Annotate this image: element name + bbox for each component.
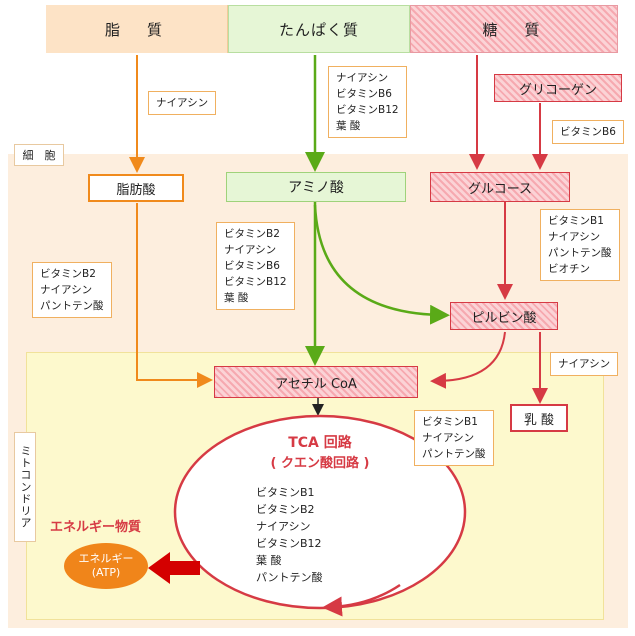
callout-pyruvate-lactate: ナイアシン bbox=[550, 352, 619, 376]
tca-subtitle: ( クエン酸回路 ) bbox=[270, 456, 370, 471]
mitochondria-label-text: ミトコンドリア bbox=[19, 445, 32, 529]
lipid-header-text: 脂 質 bbox=[104, 20, 168, 39]
glycogen-node: グリコーゲン bbox=[494, 74, 622, 102]
callout-lipid-fatty: ナイアシン bbox=[148, 91, 217, 115]
glycogen-text: グリコーゲン bbox=[518, 82, 597, 98]
atp-line2: (ATP) bbox=[91, 566, 121, 579]
fatty-acid-text: 脂肪酸 bbox=[116, 182, 156, 198]
pyruvate-text: ピルビン酸 bbox=[471, 310, 537, 326]
amino-acid-text: アミノ酸 bbox=[288, 180, 344, 196]
protein-header: たんぱく質 bbox=[228, 5, 410, 53]
callout-amino-pyruvate: ビタミンB2 ナイアシン ビタミンB6 ビタミンB12 葉 酸 bbox=[216, 222, 295, 310]
lactate-node: 乳 酸 bbox=[510, 404, 568, 432]
sugar-header: 糖 質 bbox=[410, 5, 618, 53]
fatty-acid-node: 脂肪酸 bbox=[88, 174, 184, 202]
lipid-header: 脂 質 bbox=[46, 5, 228, 53]
tca-title: TCA 回路 bbox=[288, 435, 352, 451]
atp-badge: エネルギー (ATP) bbox=[64, 543, 148, 589]
sugar-header-text: 糖 質 bbox=[482, 20, 546, 39]
lactate-text: 乳 酸 bbox=[523, 412, 555, 428]
callout-glucose-pyruvate: ビタミンB1 ナイアシン パントテン酸 ビオチン bbox=[540, 209, 620, 281]
cell-label: 細 胞 bbox=[14, 144, 64, 166]
arrow-tca-atp bbox=[148, 552, 200, 584]
atp-line1: エネルギー bbox=[78, 552, 134, 565]
callout-fatty-acetyl: ビタミンB2 ナイアシン パントテン酸 bbox=[32, 262, 112, 318]
glucose-node: グルコース bbox=[430, 172, 570, 202]
glucose-text: グルコース bbox=[467, 181, 533, 197]
arrow-tca-return bbox=[322, 583, 401, 617]
tca-cycle-ring bbox=[173, 414, 467, 610]
arrow-amino-pyruvate bbox=[313, 204, 450, 325]
acetyl-coa-text: アセチル CoA bbox=[275, 376, 357, 392]
callout-pyruvate-acetyl: ビタミンB1 ナイアシン パントテン酸 bbox=[414, 410, 494, 466]
pyruvate-node: ピルビン酸 bbox=[450, 302, 558, 330]
arrow-pyruvate-acetyl bbox=[430, 331, 506, 389]
callout-protein-amino: ナイアシン ビタミンB6 ビタミンB12 葉 酸 bbox=[328, 66, 407, 138]
amino-acid-node: アミノ酸 bbox=[226, 172, 406, 202]
cell-label-text: 細 胞 bbox=[22, 149, 56, 162]
protein-header-text: たんぱく質 bbox=[278, 20, 359, 39]
callout-glycogen-glucose: ビタミンB6 bbox=[552, 120, 624, 144]
mitochondria-label: ミトコンドリア bbox=[14, 432, 36, 542]
acetyl-coa-node: アセチル CoA bbox=[214, 366, 418, 398]
arrow-fatty-acetyl bbox=[136, 203, 213, 388]
energy-label: エネルギー物質 bbox=[50, 520, 142, 535]
tca-vitamins: ビタミンB1 ビタミンB2 ナイアシン ビタミンB12 葉 酸 パントテン酸 bbox=[256, 486, 323, 584]
